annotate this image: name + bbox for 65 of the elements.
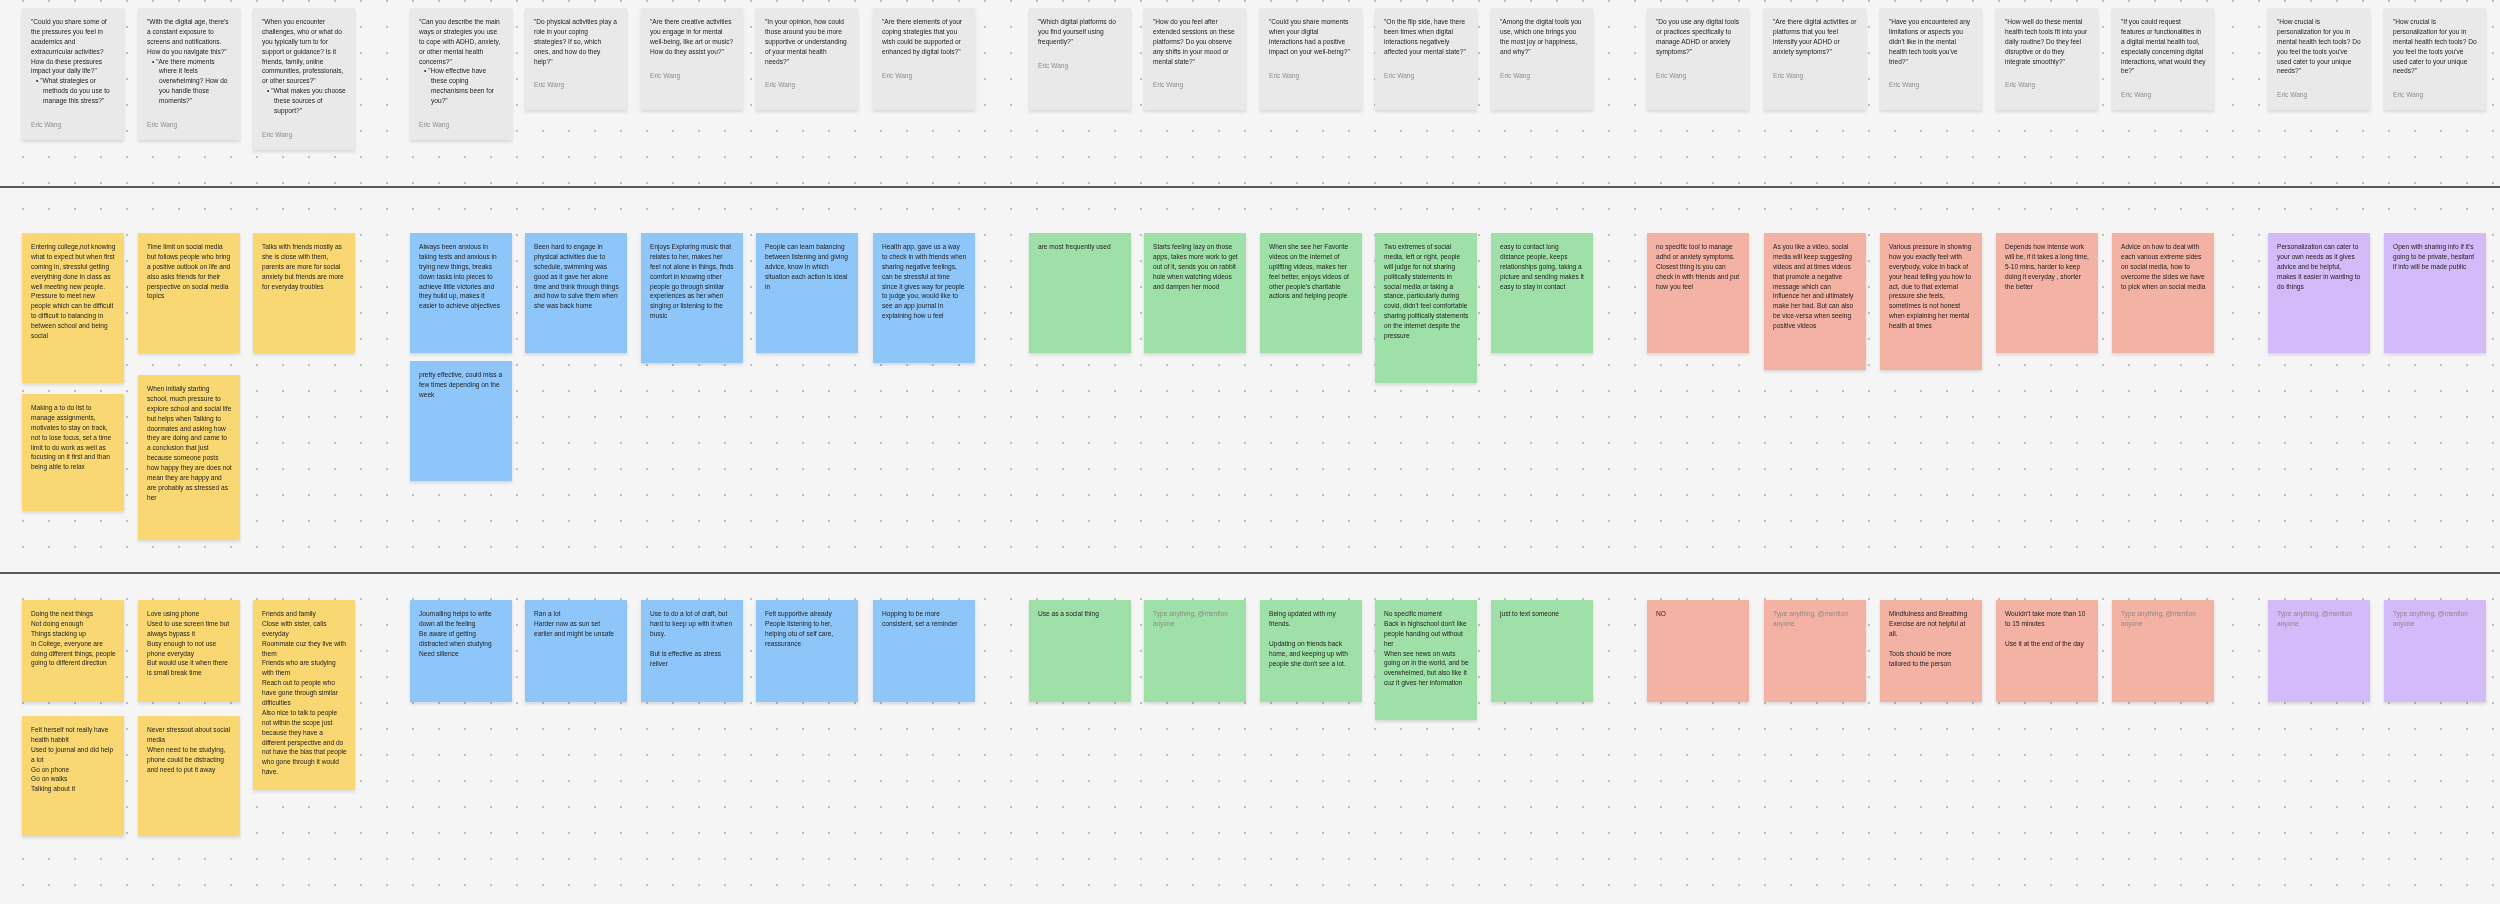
question-card (253, 8, 355, 150)
sticky-note (1764, 233, 1866, 370)
sticky-note (1375, 233, 1477, 383)
sticky-note (2112, 600, 2214, 702)
sticky-note (2268, 600, 2370, 702)
question-card (1491, 8, 1593, 110)
sticky-note (410, 361, 512, 481)
sticky-note (138, 233, 240, 353)
sticky-note (1260, 600, 1362, 702)
question-card (22, 8, 124, 140)
sticky-note (756, 600, 858, 702)
sticky-note (2268, 233, 2370, 353)
question-card (138, 8, 240, 140)
question-card (1880, 8, 1982, 110)
sticky-note (253, 233, 355, 353)
sticky-note (641, 233, 743, 363)
sticky-note (756, 233, 858, 353)
sticky-note (2112, 233, 2214, 353)
sticky-note (1144, 600, 1246, 702)
sticky-note (1144, 233, 1246, 353)
question-card (756, 8, 858, 110)
question-card (1764, 8, 1866, 110)
sticky-note (410, 600, 512, 702)
sticky-note (410, 233, 512, 353)
sticky-note (1880, 233, 1982, 370)
sticky-note (525, 600, 627, 702)
sticky-note (2384, 233, 2486, 353)
question-card (1647, 8, 1749, 110)
sticky-note (1880, 600, 1982, 702)
sticky-note (22, 394, 124, 511)
sticky-note (1996, 600, 2098, 702)
sticky-note (1647, 233, 1749, 353)
question-card (2112, 8, 2214, 111)
sticky-note (525, 233, 627, 353)
question-card (2384, 8, 2486, 111)
sticky-note (253, 600, 355, 790)
sticky-note (1260, 233, 1362, 353)
question-card (1144, 8, 1246, 110)
question-card (641, 8, 743, 110)
sticky-note (2384, 600, 2486, 702)
sticky-note (1375, 600, 1477, 720)
sticky-note (1647, 600, 1749, 702)
question-card (2268, 8, 2370, 111)
sticky-note (1029, 233, 1131, 353)
sticky-note (873, 600, 975, 702)
sticky-note (873, 233, 975, 363)
sticky-note (22, 233, 124, 383)
question-card (1029, 8, 1131, 110)
question-card (1260, 8, 1362, 110)
sticky-note (138, 600, 240, 702)
sticky-note (22, 716, 124, 836)
question-card (1375, 8, 1477, 110)
sticky-note (1764, 600, 1866, 702)
sticky-note (1491, 233, 1593, 353)
sticky-note (22, 600, 124, 702)
question-card (873, 8, 975, 110)
sticky-note (1491, 600, 1593, 702)
question-card (525, 8, 627, 110)
sticky-note (1029, 600, 1131, 702)
sticky-note (138, 716, 240, 836)
question-card (410, 8, 512, 140)
sticky-note (641, 600, 743, 702)
sticky-note (1996, 233, 2098, 353)
sticky-note (138, 375, 240, 540)
question-card (1996, 8, 2098, 110)
